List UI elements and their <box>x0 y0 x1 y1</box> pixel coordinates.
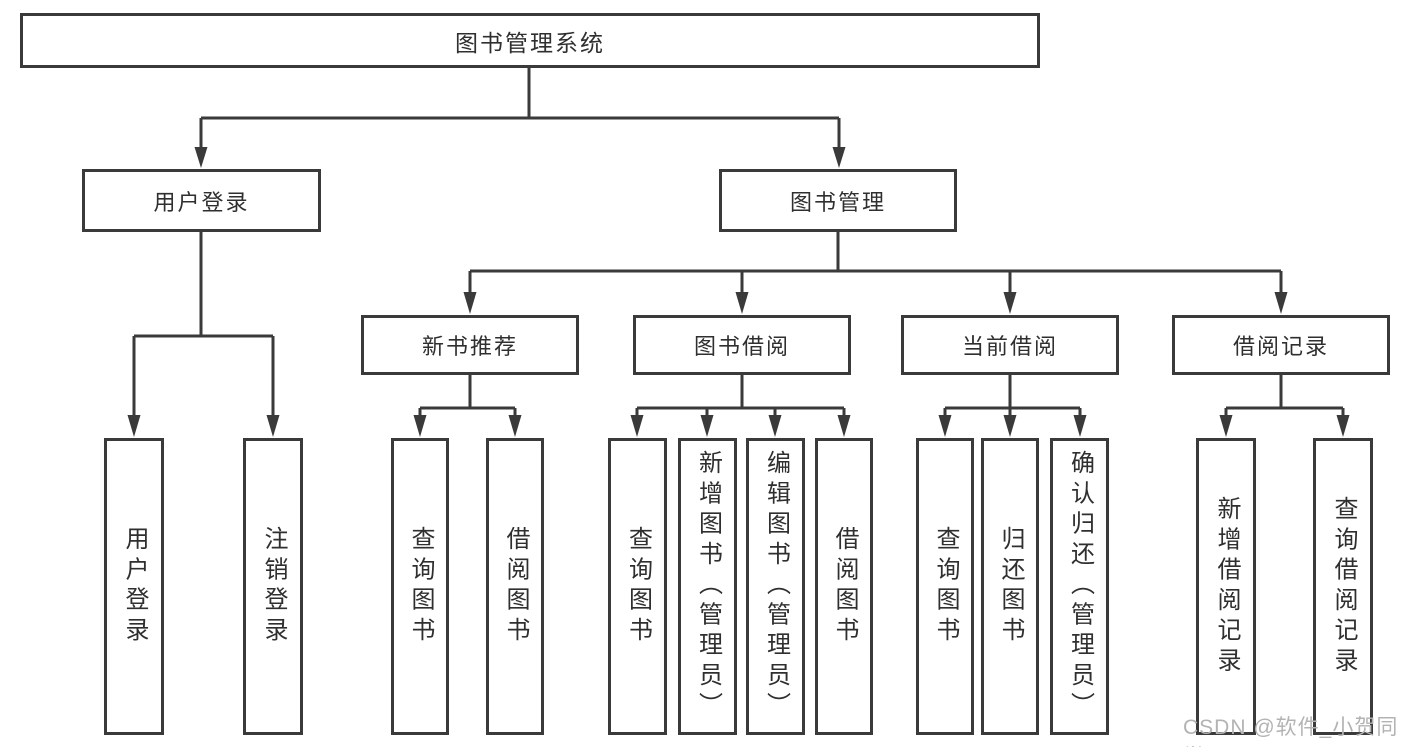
branch-book-management-to-level3 <box>463 232 1288 314</box>
leaf-nb-query-books: 查询图书 <box>391 438 449 735</box>
branch-root-to-level2 <box>194 68 846 168</box>
leaf-cb-query-books: 查询图书 <box>916 438 974 735</box>
leaf-bb-borrow-books: 借阅图书 <box>815 438 873 735</box>
leaf-cb-return-books: 归还图书 <box>981 438 1039 735</box>
leaf-user-login: 用户登录 <box>104 438 164 735</box>
node-book-management: 图书管理 <box>719 169 957 232</box>
leaf-logout: 注销登录 <box>243 438 303 735</box>
branch-current-borrow-to-leaves <box>938 375 1087 437</box>
leaf-bb-edit-books-admin: 编辑图书（管理员） <box>746 438 805 735</box>
branch-book-borrow-to-leaves <box>630 375 851 437</box>
leaf-bb-add-books-admin: 新增图书（管理员） <box>678 438 737 735</box>
leaf-nb-borrow-books: 借阅图书 <box>486 438 544 735</box>
leaf-bb-query-books: 查询图书 <box>608 438 667 735</box>
branch-borrow-records-to-leaves <box>1219 375 1350 437</box>
leaf-br-add-record: 新增借阅记录 <box>1196 438 1256 735</box>
leaf-cb-confirm-return-admin: 确认归还（管理员） <box>1050 438 1109 735</box>
node-user-login: 用户登录 <box>82 169 321 232</box>
leaf-br-query-record: 查询借阅记录 <box>1313 438 1373 735</box>
watermark-text: CSDN @软件_小贺同学 <box>1183 716 1399 747</box>
node-current-borrow: 当前借阅 <box>901 315 1119 375</box>
node-borrow-records: 借阅记录 <box>1172 315 1390 375</box>
node-root: 图书管理系统 <box>20 13 1040 68</box>
branch-new-book-recommend-to-leaves <box>413 375 522 437</box>
node-new-book-recommend: 新书推荐 <box>361 315 579 375</box>
branch-user-login-to-leaves <box>127 232 280 437</box>
node-book-borrow: 图书借阅 <box>633 315 851 375</box>
